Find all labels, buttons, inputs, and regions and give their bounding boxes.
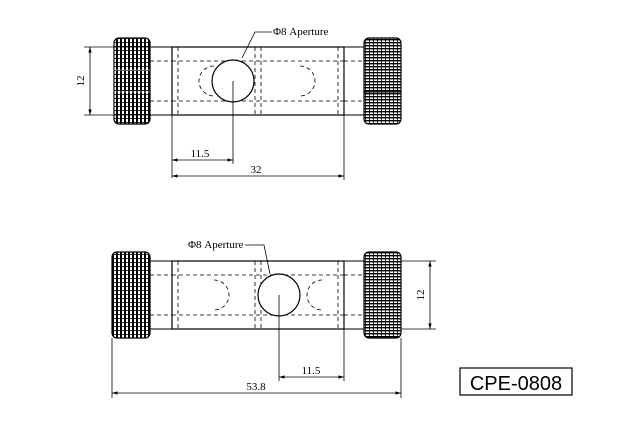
height-dim-text: 12 <box>75 76 87 87</box>
left-knurled-knob <box>113 37 151 125</box>
height-dimension <box>401 260 436 330</box>
right-knurled-knob <box>363 37 402 125</box>
aperture-label: Φ8 Aperture <box>188 239 243 251</box>
length-dim-text: 32 <box>251 164 262 176</box>
part-number-text: CPE-0808 <box>470 373 562 395</box>
length-dimension <box>172 115 345 180</box>
height-dim-text: 12 <box>415 290 427 301</box>
overall-dim-text: 53.8 <box>246 381 266 393</box>
height-dimension <box>84 46 150 116</box>
offset-dim-text: 11.5 <box>191 148 210 160</box>
left-knurled-knob <box>111 251 151 339</box>
right-knurled-knob <box>363 251 402 339</box>
part-number-box: CPE-0808 <box>459 367 573 396</box>
body-block <box>150 46 364 116</box>
top-view: Φ8 Aperture 12 11.5 32 <box>75 26 402 180</box>
offset-dimension <box>171 81 234 178</box>
overall-dimension <box>111 338 402 398</box>
aperture-label: Φ8 Aperture <box>273 26 328 38</box>
body-block <box>150 260 364 330</box>
offset-dimension <box>278 295 345 381</box>
bottom-view: Φ8 Aperture 12 11.5 53.8 <box>111 239 436 398</box>
offset-dim-text: 11.5 <box>302 365 321 377</box>
